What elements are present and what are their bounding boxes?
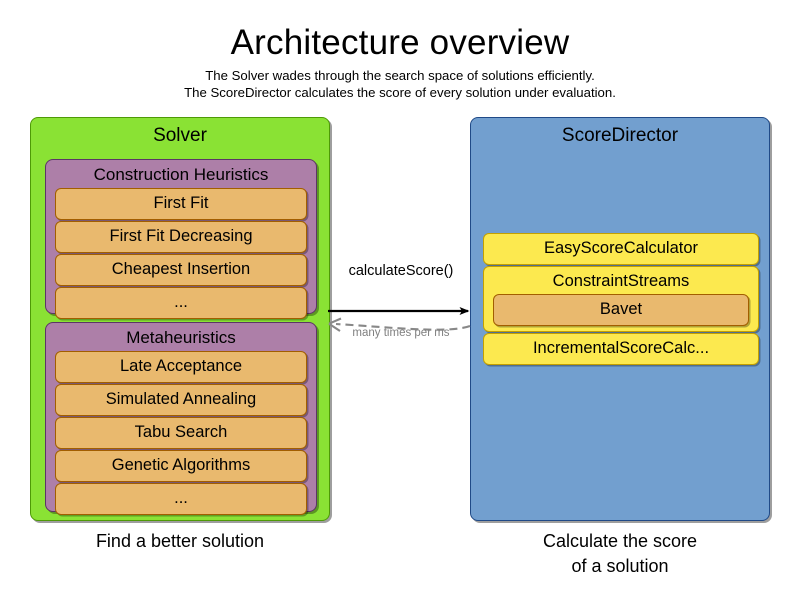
constraint-streams-label: ConstraintStreams xyxy=(552,272,690,290)
page-subtitle: The Solver wades through the search spac… xyxy=(0,67,800,101)
list-item[interactable]: Late Acceptance xyxy=(55,351,307,383)
list-item[interactable]: Cheapest Insertion xyxy=(55,254,307,286)
arrow-svg xyxy=(328,307,471,332)
solver-panel-title: Solver xyxy=(153,125,207,146)
list-item[interactable]: ... xyxy=(55,287,307,319)
metaheuristics-group[interactable]: Metaheuristics Late Acceptance Simulated… xyxy=(45,322,317,515)
solver-panel[interactable]: Solver Construction Heuristics First Fit… xyxy=(30,117,330,521)
arrow-group: calculateScore() many times per ms xyxy=(328,262,474,352)
bavet-box[interactable]: Bavet xyxy=(493,294,749,326)
scoredirector-caption-line-1: Calculate the score xyxy=(542,531,698,551)
list-item[interactable]: ... xyxy=(55,483,307,515)
list-item[interactable]: Genetic Algorithms xyxy=(55,450,307,482)
metaheuristics-item-list: Late Acceptance Simulated Annealing Tabu… xyxy=(46,351,316,521)
subtitle-line-1: The Solver wades through the search spac… xyxy=(205,68,595,83)
construction-heuristics-title: Construction Heuristics xyxy=(93,165,269,184)
list-item[interactable]: Simulated Annealing xyxy=(55,384,307,416)
easy-score-calculator-box[interactable]: EasyScoreCalculator xyxy=(483,233,759,265)
scoredirector-caption: Calculate the score of a solution xyxy=(470,529,770,579)
solver-caption: Find a better solution xyxy=(95,531,265,551)
scoredirector-box-list: EasyScoreCalculator ConstraintStreams Ba… xyxy=(483,233,759,365)
list-item[interactable]: First Fit xyxy=(55,188,307,220)
scoredirector-panel-title: ScoreDirector xyxy=(561,125,679,146)
list-item[interactable]: Tabu Search xyxy=(55,417,307,449)
page-header: Architecture overview The Solver wades t… xyxy=(0,22,800,101)
calculate-score-label: calculateScore() xyxy=(348,263,454,279)
constraint-streams-box[interactable]: ConstraintStreams Bavet xyxy=(483,266,759,332)
subtitle-line-2: The ScoreDirector calculates the score o… xyxy=(184,85,616,100)
page-title: Architecture overview xyxy=(230,23,570,62)
scoredirector-caption-line-2: of a solution xyxy=(571,556,669,576)
construction-heuristics-item-list: First Fit First Fit Decreasing Cheapest … xyxy=(46,188,316,325)
list-item[interactable]: First Fit Decreasing xyxy=(55,221,307,253)
return-arrow-head xyxy=(328,317,342,332)
incremental-score-calculator-box[interactable]: IncrementalScoreCalc... xyxy=(483,333,759,365)
metaheuristics-title: Metaheuristics xyxy=(126,328,236,347)
construction-heuristics-group[interactable]: Construction Heuristics First Fit First … xyxy=(45,159,317,319)
return-arrow-line xyxy=(335,322,471,331)
scoredirector-panel[interactable]: ScoreDirector EasyScoreCalculator Constr… xyxy=(470,117,770,521)
